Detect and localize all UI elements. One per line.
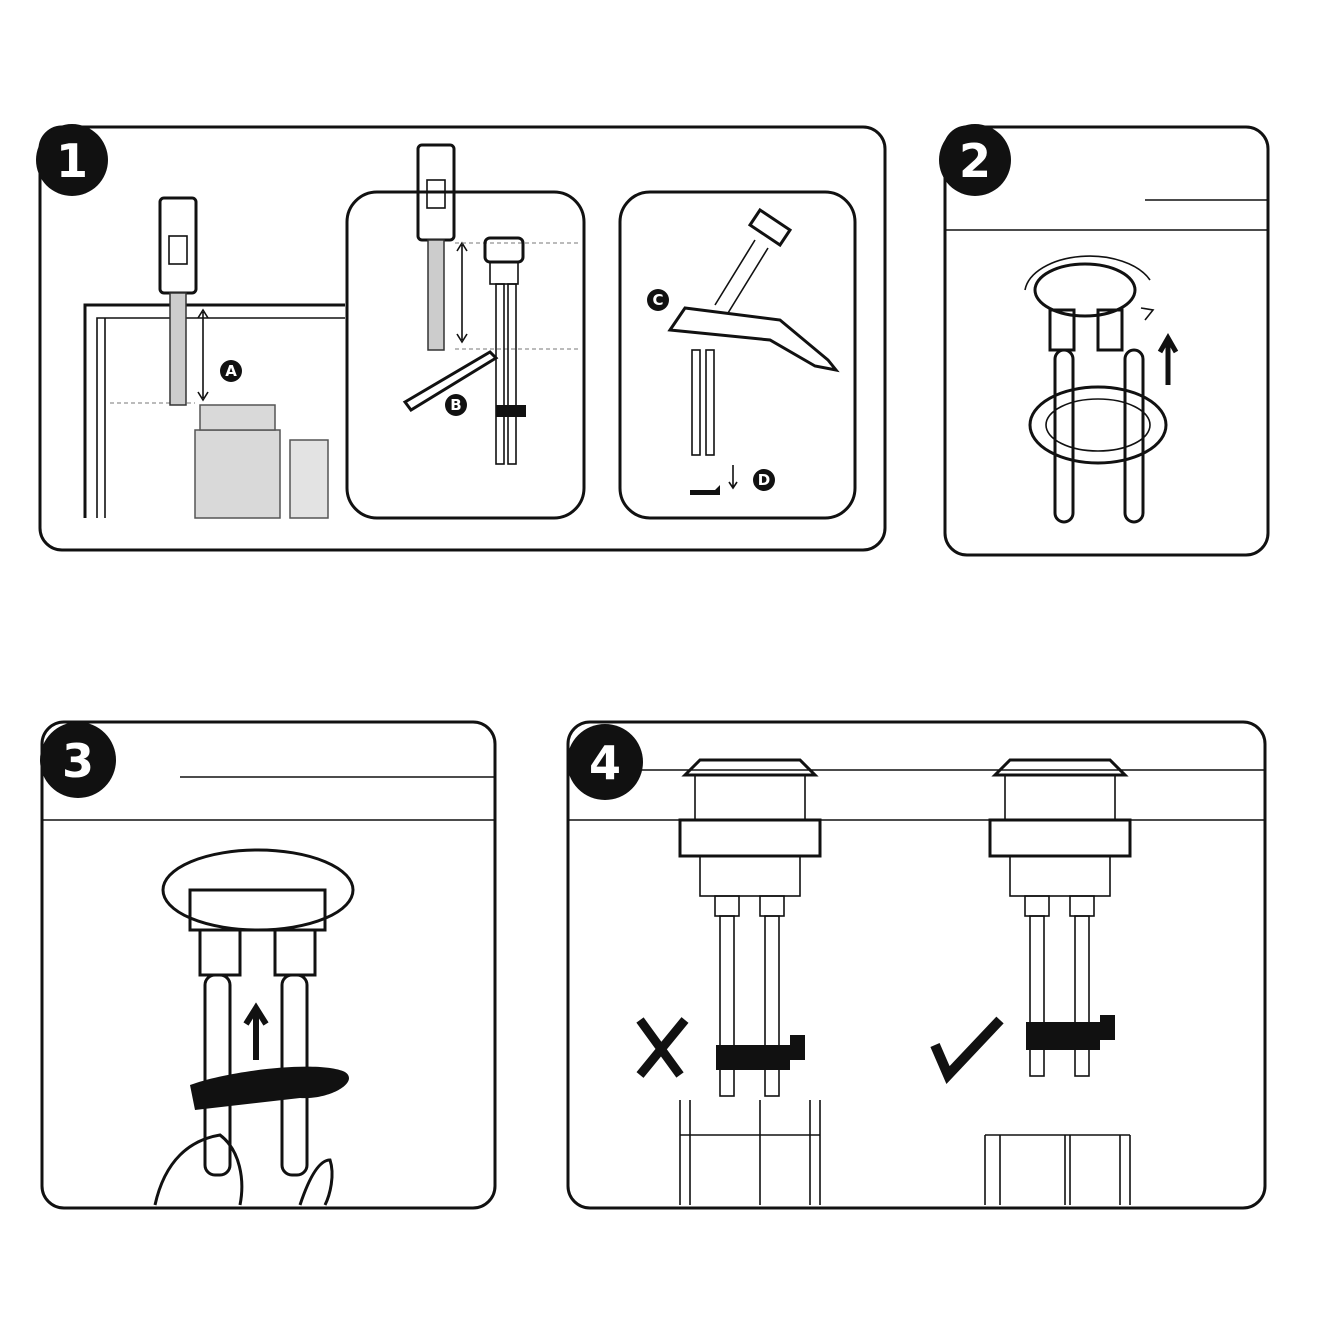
cut-rods [690,349,738,495]
step-1-panel: 1 A [36,124,887,552]
cistern-drawing [83,303,345,519]
label-a: A [220,360,242,382]
step-1-inset-measure: B [345,143,586,520]
assembly-incorrect [636,758,822,1205]
pencil-icon [402,350,499,412]
assembly-correct [930,758,1132,1205]
step-1-badge: 1 [36,124,108,196]
tape-measure-icon [158,196,209,406]
step-2-badge: 2 [939,124,1011,196]
step-1-inset-cut: C D [618,190,857,520]
cutter-icon [667,306,840,373]
push-button-rods [483,236,526,465]
step-2-number: 2 [959,134,991,188]
hand-icon [153,1133,244,1206]
check-mark-icon [930,1016,1004,1084]
label-d: D [753,469,775,491]
step-3-number: 3 [62,734,94,788]
step-4-panel: 4 [566,720,1267,1210]
button-assembly-underside [153,848,355,1206]
step-3-badge: 3 [40,722,116,798]
label-b: B [445,394,467,416]
step-2-panel: 2 [939,124,1270,557]
step-1-number: 1 [56,134,88,188]
push-button-tilted [714,207,793,314]
step-3-panel: 3 [40,720,497,1210]
svg-text:C: C [652,291,663,309]
label-c: C [647,289,669,311]
svg-text:B: B [450,396,461,414]
up-arrow-icon [1157,332,1179,385]
up-arrow-icon [243,1002,269,1060]
cross-mark-icon [636,1017,689,1078]
button-assembly-rotate [1024,255,1179,524]
svg-text:D: D [758,471,770,489]
svg-text:A: A [225,362,237,380]
step-4-badge: 4 [567,724,643,800]
clip-icon [190,1066,349,1110]
step-4-number: 4 [589,736,621,790]
